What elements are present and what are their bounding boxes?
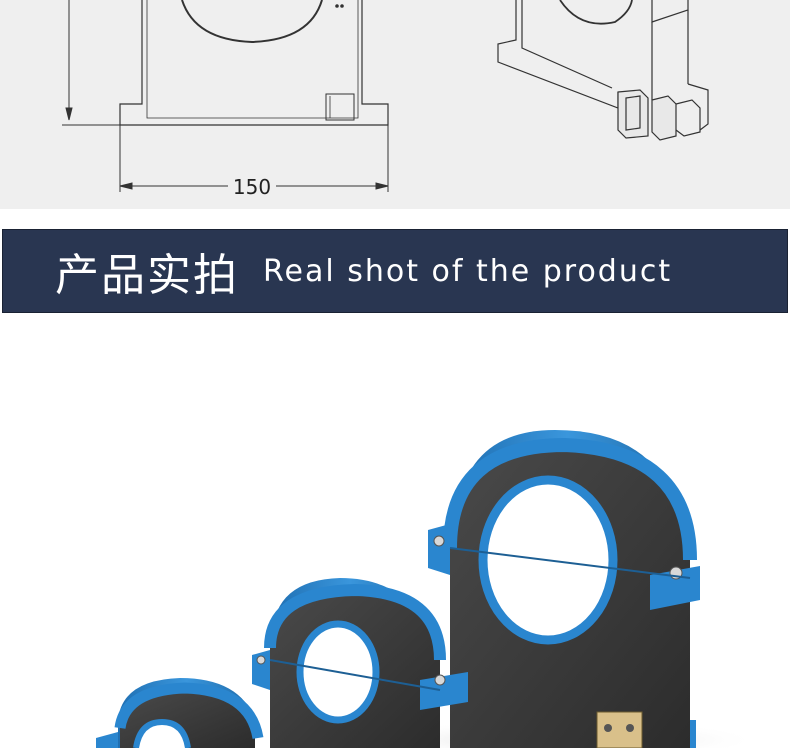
drawing-svg: 150 (62, 0, 709, 199)
product-photo (0, 314, 790, 752)
dimension-label: 150 (233, 175, 271, 199)
small-sensor (96, 678, 264, 752)
banner-title-cn: 产品实拍 (55, 250, 239, 301)
section-banner: 产品实拍 Real shot of the product (2, 229, 788, 313)
medium-sensor (252, 578, 468, 748)
horizontal-dimension (119, 125, 389, 192)
vertical-dimension (62, 0, 120, 126)
large-sensor (360, 430, 760, 752)
front-view (119, 0, 389, 126)
isometric-view (497, 0, 709, 141)
product-photo-svg (96, 430, 760, 752)
technical-drawing: 150 (0, 0, 790, 209)
banner-title-en: Real shot of the product (263, 253, 673, 289)
